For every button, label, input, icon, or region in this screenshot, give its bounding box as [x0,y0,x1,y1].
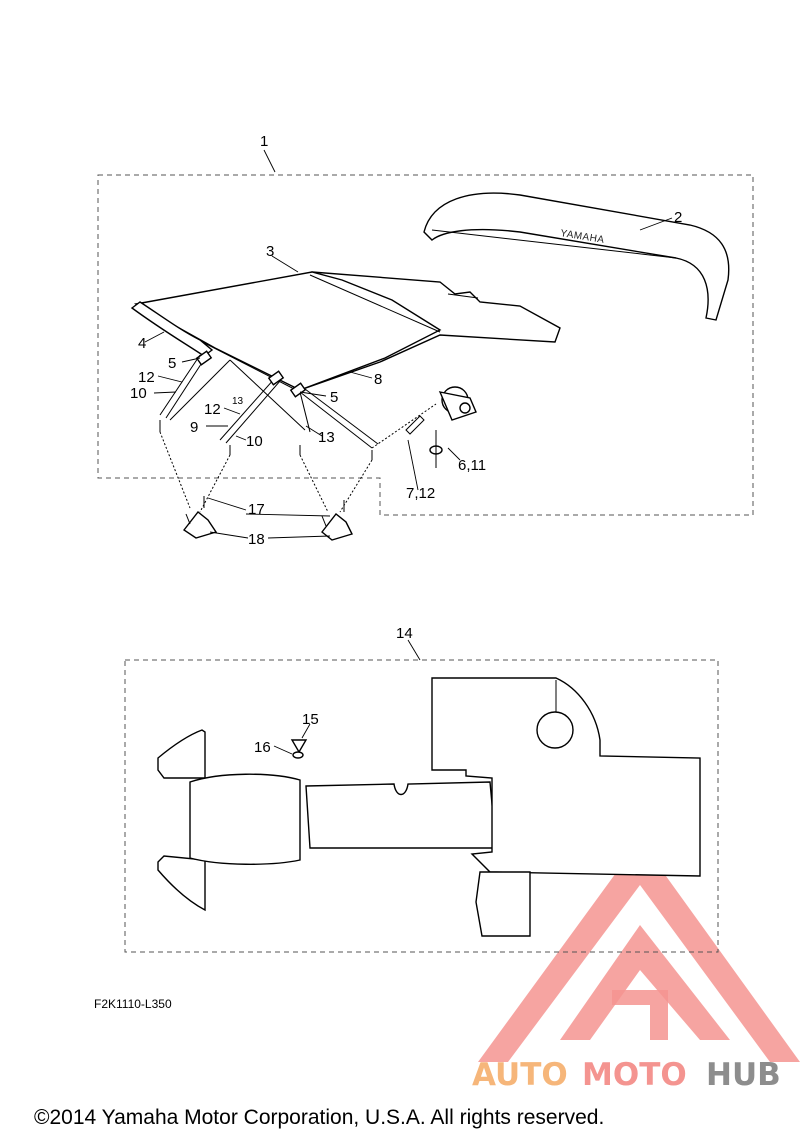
callout-12a: 12 [138,369,155,386]
part-2-cover [423,192,730,321]
callout-7-12: 7,12 [406,485,435,502]
watermark-logo [478,840,800,1062]
callout-9: 9 [190,419,198,436]
copyright-notice: ©2014 Yamaha Motor Corporation, U.S.A. A… [34,1106,604,1129]
callout-10b: 10 [246,433,263,450]
callout-13b: 13 [318,429,335,446]
callout-17: 17 [248,501,265,518]
diagram-code: F2K1110-L350 [94,997,172,1011]
part-15-fastener [290,739,308,754]
part-16-base [292,751,304,759]
callout-8: 8 [374,371,382,388]
callout-15: 15 [302,711,319,728]
callout-4: 4 [138,335,146,352]
part-18-mount [182,511,218,539]
callout-12b: 12 [204,401,221,418]
callout-5a: 5 [168,355,176,372]
mat-rear-small [475,871,531,937]
callout-6-11: 6,11 [458,457,486,474]
watermark-text: AUTO MOTO HUB [472,1057,781,1093]
callout-1: 1 [260,133,268,150]
bimini-top-assembly: YAMAHA [97,133,754,548]
callout-3: 3 [266,243,274,260]
mat-kit-assembly: 14 15 16 [124,625,719,953]
assembly-1-boundary [97,174,754,516]
mat-bow-center [189,773,301,865]
mat-front-lower [157,855,206,912]
part-5-clamp [267,370,285,386]
part-18-mount [321,513,353,541]
callout-5b: 5 [330,389,338,406]
callout-2: 2 [674,209,682,226]
part-4-bow [130,301,214,357]
assembly-14-boundary [124,659,719,953]
part-3-top [133,271,442,391]
mat-rear [431,677,701,877]
callout-10a: 10 [130,385,147,402]
callout-13a: 13 [232,396,244,407]
part-5-clamp [289,382,307,398]
mat-middle [305,781,497,849]
watermark-moto: MOTO [582,1057,687,1093]
watermark-auto: AUTO [472,1057,568,1093]
callout-14: 14 [396,625,413,642]
mat-front-upper [157,729,206,779]
callout-18: 18 [248,531,265,548]
part-5-clamp [195,350,213,366]
callout-16: 16 [254,739,271,756]
mat-rear-cutout [536,711,574,749]
watermark-hub: HUB [706,1057,781,1093]
